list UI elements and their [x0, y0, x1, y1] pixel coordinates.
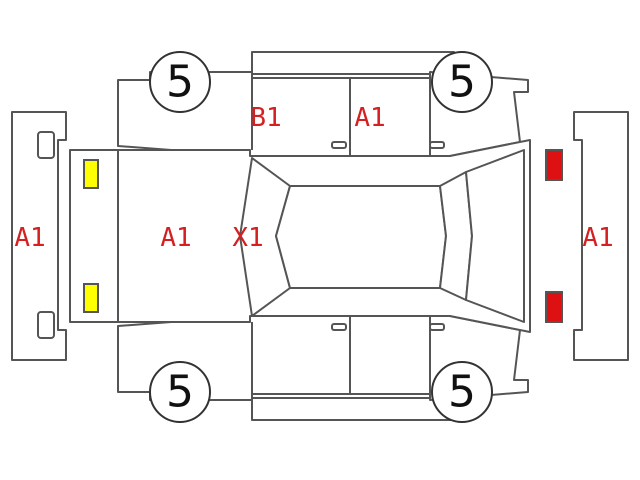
- tire-front-right-rating: 5: [166, 367, 194, 418]
- car-top-view: [69, 139, 531, 333]
- code-hood: A1: [160, 223, 191, 253]
- code-left-rear-door: A1: [354, 103, 385, 133]
- left-side-sill: [251, 51, 455, 75]
- left-headlight: [83, 159, 99, 189]
- code-front-bumper: A1: [14, 223, 45, 253]
- front-bumper: [11, 111, 67, 361]
- rear-bumper: [573, 111, 629, 361]
- tire-rear-left-rating: 5: [448, 57, 476, 108]
- left-taillight: [545, 149, 563, 181]
- tire-rear-left: 5: [431, 51, 493, 113]
- right-headlight: [83, 283, 99, 313]
- code-windshield: X1: [232, 223, 263, 253]
- right-taillight: [545, 291, 563, 323]
- code-left-front-pillar: B1: [250, 103, 281, 133]
- tire-front-right: 5: [149, 361, 211, 423]
- tire-rear-right-rating: 5: [448, 367, 476, 418]
- tire-rear-right: 5: [431, 361, 493, 423]
- tire-front-left-rating: 5: [166, 57, 194, 108]
- right-side-sill: [251, 397, 455, 421]
- code-rear-bumper: A1: [582, 223, 613, 253]
- tire-front-left: 5: [149, 51, 211, 113]
